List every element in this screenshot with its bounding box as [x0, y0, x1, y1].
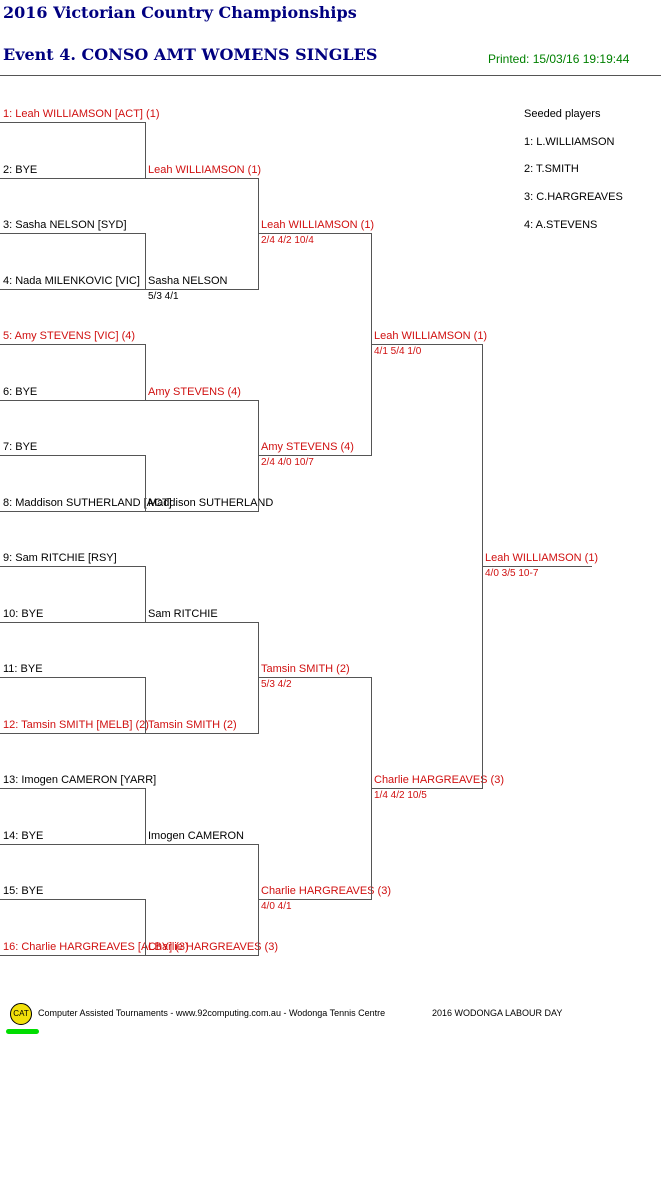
- bracket-line: [0, 788, 145, 789]
- bracket-connector: [258, 622, 259, 734]
- draw-entry: 8: Maddison SUTHERLAND [ACT]: [3, 497, 172, 509]
- draw-entry: 3: Sasha NELSON [SYD]: [3, 219, 127, 231]
- bracket-line: [0, 733, 145, 734]
- bracket-line: [0, 566, 145, 567]
- draw-entry: 13: Imogen CAMERON [YARR]: [3, 774, 157, 786]
- bracket-line: [258, 455, 371, 456]
- bracket-line: [258, 233, 371, 234]
- draw-entry: 10: BYE: [3, 608, 44, 620]
- bracket-line: [371, 788, 482, 789]
- round-winner: Leah WILLIAMSON (1): [374, 330, 488, 342]
- seed-item: 3: C.HARGREAVES: [524, 191, 623, 203]
- draw-entry: 11: BYE: [3, 663, 43, 675]
- bracket-line: [0, 122, 145, 123]
- draw-entry: 5: Amy STEVENS [VIC] (4): [3, 330, 136, 342]
- seeded-players-heading: Seeded players: [524, 108, 601, 120]
- match-score: 4/0 3/5 10-7: [485, 568, 539, 579]
- draw-entry: 9: Sam RITCHIE [RSY]: [3, 552, 117, 564]
- bracket-line: [145, 289, 258, 290]
- round-winner: Sam RITCHIE: [148, 608, 218, 620]
- bracket-line: [145, 844, 258, 845]
- round-winner: Imogen CAMERON: [148, 830, 244, 842]
- bracket-line: [0, 511, 145, 512]
- round-winner: Leah WILLIAMSON (1): [485, 552, 599, 564]
- draw-entry: 1: Leah WILLIAMSON [ACT] (1): [3, 108, 160, 120]
- bracket-line: [0, 677, 145, 678]
- round-winner: Leah WILLIAMSON (1): [148, 164, 262, 176]
- match-score: 4/1 5/4 1/0: [374, 346, 422, 357]
- bracket-line: [482, 566, 592, 567]
- page-title: 2016 Victorian Country Championships: [3, 3, 357, 22]
- seed-item: 2: T.SMITH: [524, 163, 579, 175]
- round-winner: Maddison SUTHERLAND: [148, 497, 274, 509]
- footer-credit: Computer Assisted Tournaments - www.92co…: [38, 1008, 386, 1018]
- header-divider: [0, 75, 661, 76]
- bracket-line: [145, 511, 258, 512]
- bracket-line: [371, 344, 482, 345]
- bracket-connector: [258, 178, 259, 290]
- bracket-connector: [145, 899, 146, 956]
- logo-underline: [6, 1029, 39, 1034]
- footer-tournament: 2016 WODONGA LABOUR DAY: [432, 1008, 563, 1018]
- seed-item: 4: A.STEVENS: [524, 219, 598, 231]
- bracket-line: [0, 622, 145, 623]
- bracket-connector: [145, 344, 146, 401]
- bracket-line: [145, 178, 258, 179]
- bracket-line: [145, 733, 258, 734]
- cat-logo: CAT: [10, 1003, 32, 1025]
- draw-entry: 6: BYE: [3, 386, 38, 398]
- bracket-line: [258, 899, 371, 900]
- draw-entry: 7: BYE: [3, 441, 38, 453]
- draw-entry: 16: Charlie HARGREAVES [ALBY] (3): [3, 941, 189, 953]
- draw-entry: 12: Tamsin SMITH [MELB] (2): [3, 719, 149, 731]
- printed-timestamp: Printed: 15/03/16 19:19:44: [488, 52, 630, 66]
- draw-entry: 2: BYE: [3, 164, 38, 176]
- match-score: 5/3 4/1: [148, 291, 179, 302]
- match-score: 2/4 4/0 10/7: [261, 457, 314, 468]
- bracket-line: [145, 955, 258, 956]
- round-winner: Leah WILLIAMSON (1): [261, 219, 375, 231]
- bracket-line: [145, 400, 258, 401]
- bracket-line: [0, 955, 145, 956]
- round-winner: Charlie HARGREAVES (3): [374, 774, 504, 786]
- round-winner: Charlie HARGREAVES (3): [148, 941, 278, 953]
- bracket-line: [0, 178, 145, 179]
- round-winner: Amy STEVENS (4): [261, 441, 354, 453]
- match-score: 5/3 4/2: [261, 679, 292, 690]
- event-title: Event 4. CONSO AMT WOMENS SINGLES: [3, 45, 378, 64]
- bracket-line: [0, 455, 145, 456]
- bracket-line: [258, 677, 371, 678]
- round-winner: Amy STEVENS (4): [148, 386, 241, 398]
- bracket-connector: [145, 122, 146, 179]
- match-score: 2/4 4/2 10/4: [261, 235, 314, 246]
- bracket-line: [0, 400, 145, 401]
- round-winner: Sasha NELSON: [148, 275, 228, 287]
- round-winner: Tamsin SMITH (2): [261, 663, 350, 675]
- bracket-connector: [145, 566, 146, 623]
- bracket-line: [0, 233, 145, 234]
- bracket-line: [0, 844, 145, 845]
- bracket-connector: [145, 788, 146, 845]
- match-score: 1/4 4/2 10/5: [374, 790, 427, 801]
- bracket-connector: [145, 455, 146, 512]
- match-score: 4/0 4/1: [261, 901, 292, 912]
- round-winner: Tamsin SMITH (2): [148, 719, 237, 731]
- bracket-connector: [258, 400, 259, 512]
- bracket-connector: [145, 677, 146, 734]
- seed-item: 1: L.WILLIAMSON: [524, 136, 615, 148]
- bracket-line: [0, 899, 145, 900]
- bracket-connector: [258, 844, 259, 956]
- draw-entry: 15: BYE: [3, 885, 44, 897]
- bracket-line: [0, 344, 145, 345]
- bracket-connector: [145, 233, 146, 290]
- draw-entry: 14: BYE: [3, 830, 44, 842]
- round-winner: Charlie HARGREAVES (3): [261, 885, 391, 897]
- bracket-line: [145, 622, 258, 623]
- draw-entry: 4: Nada MILENKOVIC [VIC]: [3, 275, 140, 287]
- bracket-line: [0, 289, 145, 290]
